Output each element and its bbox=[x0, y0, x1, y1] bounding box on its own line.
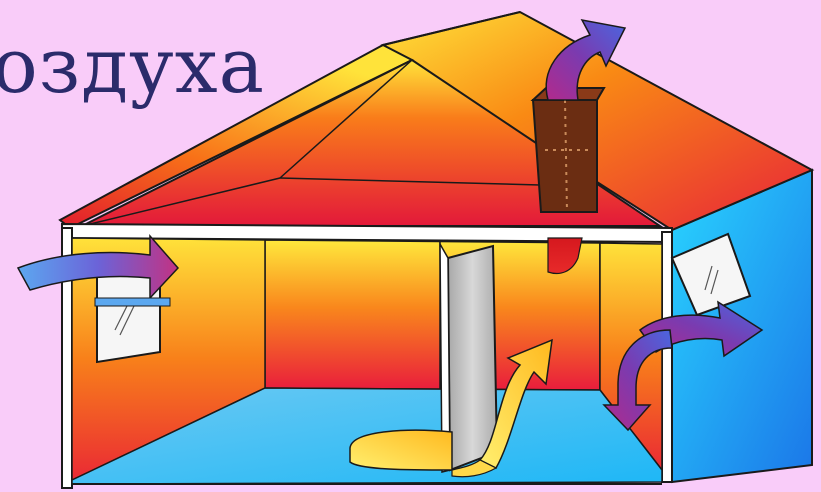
chimney bbox=[533, 88, 604, 212]
